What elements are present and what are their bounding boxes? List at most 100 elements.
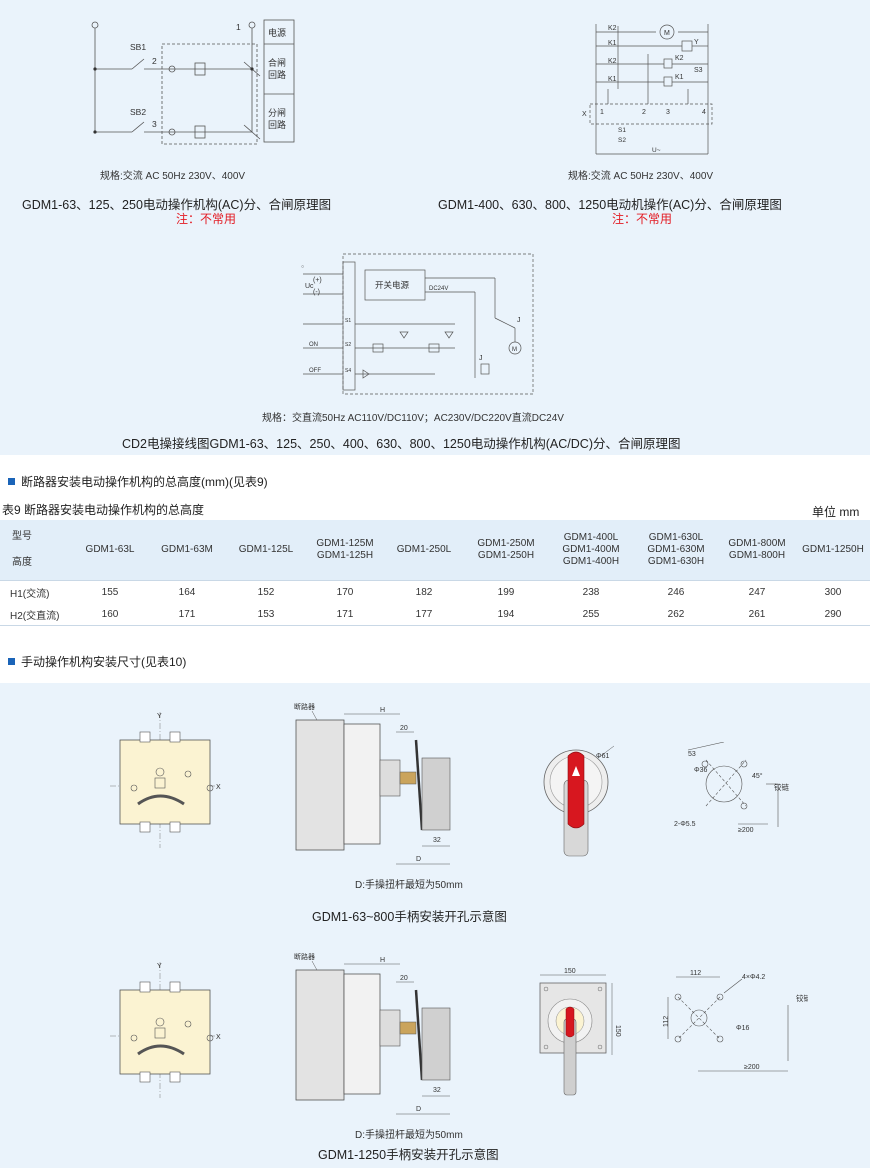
svg-text:(+): (+) [313, 277, 322, 284]
svg-text:J: J [479, 355, 483, 362]
table-cell: 255 [548, 603, 634, 626]
svg-text:断路器: 断路器 [294, 702, 315, 711]
header-label-height: 高度 [12, 557, 32, 568]
table-header-row: 型号 高度 GDM1-63L GDM1-63M GDM1-125L GDM1-1… [0, 520, 870, 581]
svg-text:X: X [216, 784, 221, 791]
fig2-handle: 150 150 [539, 968, 621, 1096]
table-row: H2(交直流) 160 171 153 171 177 194 255 262 … [0, 603, 870, 626]
manual-section-heading: 手动操作机构安装尺寸(见表10) [8, 653, 186, 670]
section-marker-icon [8, 658, 15, 665]
table-cell: 153 [226, 603, 306, 626]
header-col-line: GDM1-630L [648, 532, 704, 543]
svg-text:S4: S4 [345, 368, 351, 374]
svg-text:150: 150 [564, 968, 576, 975]
header-col: GDM1-63M [148, 520, 226, 581]
svg-text:2-Φ5.5: 2-Φ5.5 [674, 821, 696, 828]
svg-text:S1: S1 [345, 318, 351, 324]
table-cell: 246 [634, 580, 718, 603]
header-col-line: GDM1-800H [728, 550, 786, 561]
svg-text:SB2: SB2 [130, 107, 146, 117]
svg-text:112: 112 [663, 1016, 670, 1027]
table-cell: 194 [464, 603, 548, 626]
svg-text:H: H [380, 957, 385, 964]
svg-text:K2: K2 [608, 25, 617, 32]
svg-text:合闸: 合闸 [268, 57, 286, 68]
table-cell: 171 [306, 603, 384, 626]
table-cell: 164 [148, 580, 226, 603]
svg-text:铰链: 铰链 [774, 782, 789, 792]
svg-text:Y: Y [157, 713, 162, 720]
header-col: GDM1-250L [384, 520, 464, 581]
svg-text:20: 20 [400, 975, 408, 982]
svg-text:S1: S1 [618, 127, 626, 134]
diagram-ac-400-1250: K2 K1 K2 K1 K2 K1 S3 Y M X 1 2 3 4 S1 S2… [582, 24, 713, 155]
header-label-cell: 型号 高度 [0, 520, 72, 581]
svg-text:4: 4 [702, 109, 706, 116]
header-col-line: GDM1-400H [562, 556, 620, 567]
header-col-line: GDM1-250M [477, 538, 535, 549]
svg-text:S3: S3 [694, 67, 703, 74]
table-cell: 160 [72, 603, 148, 626]
table-cell: 155 [72, 580, 148, 603]
svg-text:S2: S2 [345, 342, 351, 348]
table-unit: 单位 mm [812, 505, 860, 519]
svg-text:分闸: 分闸 [268, 108, 286, 118]
header-col-line: GDM1-400L [563, 532, 619, 543]
svg-text:45°: 45° [752, 772, 763, 780]
fig2-cutout: 112 4×Φ4.2 112 Φ16 ≥200 铰链 [663, 970, 808, 1072]
svg-text:32: 32 [433, 837, 441, 844]
svg-text:32: 32 [433, 1087, 441, 1094]
svg-text:D: D [416, 856, 421, 863]
svg-text:1: 1 [236, 22, 241, 32]
fig2-caption: GDM1-1250手柄安装开孔示意图 [318, 1148, 499, 1162]
row-label: H1(交流) [0, 580, 72, 603]
table-section-heading: 断路器安装电动操作机构的总高度(mm)(见表9) [8, 473, 268, 490]
circuit-diagrams-band [0, 0, 870, 455]
table-cell: 300 [796, 580, 870, 603]
svg-text:Uc: Uc [305, 283, 314, 290]
row-label: H2(交直流) [0, 603, 72, 626]
fig1-breaker-front: Y X [110, 712, 221, 848]
diagram2-spec: 规格:交流 AC 50Hz 230V、400V [568, 171, 714, 182]
header-col: GDM1-1250H [796, 520, 870, 581]
table-cell: 238 [548, 580, 634, 603]
manual-section-heading-text: 手动操作机构安装尺寸(见表10) [21, 655, 187, 669]
table-section-heading-text: 断路器安装电动操作机构的总高度(mm)(见表9) [21, 475, 268, 489]
height-table: 型号 高度 GDM1-63L GDM1-63M GDM1-125L GDM1-1… [0, 520, 870, 626]
fig1-side-view: 断路器 H 20 32 D [294, 702, 451, 865]
table-row: H1(交流) 155 164 152 170 182 199 238 246 2… [0, 580, 870, 603]
svg-text:○: ○ [301, 264, 304, 270]
diagram1-caption: GDM1-63、125、250电动操作机构(AC)分、合闸原理图 [22, 198, 332, 212]
header-label-model: 型号 [12, 531, 32, 542]
svg-text:铰链: 铰链 [796, 993, 808, 1003]
svg-text:3: 3 [152, 119, 157, 129]
header-col-line: GDM1-630H [647, 556, 705, 567]
header-col-line: GDM1-800M [728, 538, 786, 549]
svg-text:Y: Y [157, 963, 162, 970]
svg-text:J: J [517, 317, 521, 324]
table-cell: 261 [718, 603, 796, 626]
header-col-line: GDM1-125H [316, 550, 374, 561]
svg-text:K1: K1 [608, 40, 617, 47]
svg-text:U~: U~ [652, 147, 661, 154]
svg-text:X: X [582, 111, 587, 118]
svg-text:ON: ON [309, 342, 318, 348]
fig1-cutout: 53 Φ36 45° 2-Φ5.5 ≥200 铰链 [674, 742, 789, 834]
svg-text:DC24V: DC24V [429, 286, 448, 292]
svg-text:断路器: 断路器 [294, 952, 315, 961]
table-cell: 182 [384, 580, 464, 603]
svg-text:4×Φ4.2: 4×Φ4.2 [742, 974, 765, 981]
fig1-caption: GDM1-63~800手柄安装开孔示意图 [312, 910, 507, 924]
table-cell: 171 [148, 603, 226, 626]
diagram-cd2-wiring: ○ (+) Uc (-) 开关电源 DC24V ON OFF J J M S1 … [301, 253, 534, 395]
fig1-d-note: D:手操扭杆最短为50mm [355, 880, 463, 891]
table-cell: 247 [718, 580, 796, 603]
header-col-line: GDM1-250H [477, 550, 535, 561]
svg-text:3: 3 [666, 109, 670, 116]
diagram-ac-63-250: SB1 SB2 1 2 3 电源 合闸 回路 分闸 回路 [91, 19, 295, 145]
svg-text:K2: K2 [675, 55, 684, 62]
svg-text:1: 1 [600, 109, 604, 116]
